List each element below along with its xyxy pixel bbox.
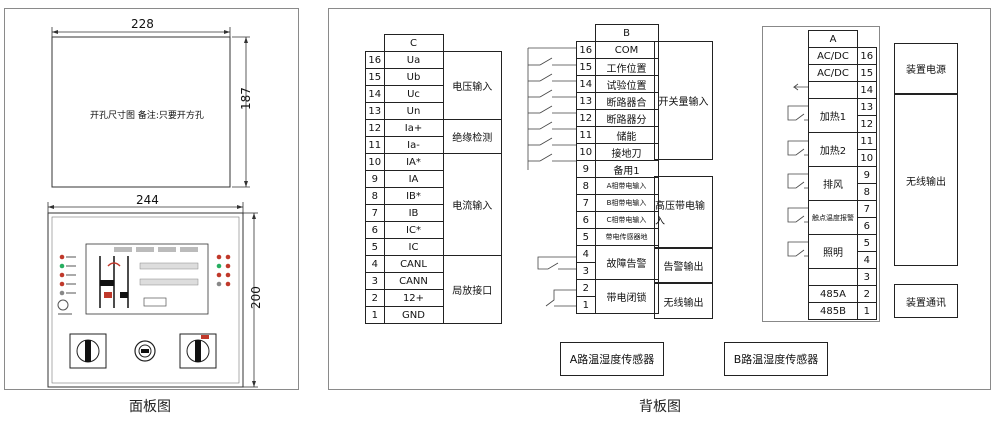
terminal-cell: 2 (857, 285, 877, 303)
sensor-b: B路温湿度传感器 (724, 342, 828, 376)
terminal-cell: 排风 (808, 166, 858, 201)
b-group-alarm-output: 告警输出 (654, 248, 713, 283)
a-group-wireless-output: 无线输出 (894, 94, 958, 266)
back-caption: 背板图 (639, 399, 681, 415)
front-caption: 面板图 (129, 399, 171, 415)
terminal-cell: 9 (857, 166, 877, 184)
terminal-cell: 照明 (808, 234, 858, 269)
terminal-cell: 故障告警 (594, 245, 659, 280)
group-pd-interface: 局放接口 (442, 255, 502, 324)
terminal-cell: 6 (857, 217, 877, 235)
terminal-a-panel-frame (762, 26, 880, 322)
terminal-cell: 带电闭锁 (594, 279, 659, 314)
b-group-switch-input: 开关量输入 (654, 41, 713, 160)
a-group-device-power: 装置电源 (894, 43, 958, 94)
terminal-cell: 485B (808, 302, 858, 320)
terminal-cell: 1 (857, 302, 877, 320)
terminal-cell: 3 (576, 262, 596, 280)
terminal-cell: 12 (857, 115, 877, 133)
sensor-a: A路温湿度传感器 (560, 342, 664, 376)
terminal-cell: 加热1 (808, 98, 858, 133)
terminal-cell: 加热2 (808, 132, 858, 167)
a-group-device-comm: 装置通讯 (894, 284, 958, 318)
terminal-cell: 触点温度报警 (808, 200, 858, 235)
front-panel-frame (4, 8, 299, 390)
cutout-width-dimension: 228 (131, 17, 154, 31)
b-group-wireless-output: 无线输出 (654, 283, 713, 319)
terminal-cell: 3 (857, 268, 877, 286)
panel-width-dimension: 244 (136, 193, 159, 207)
b-group-hv-live-input: 高压带电输入 (654, 176, 713, 248)
group-voltage-input: 电压输入 (442, 51, 502, 120)
group-current-input: 电流输入 (442, 153, 502, 256)
cutout-note: 开孔尺寸图 备注:只要开方孔 (90, 111, 204, 121)
terminal-cell: 1 (576, 296, 596, 314)
terminal-cell: CANL (383, 255, 444, 273)
terminal-cell: GND (383, 306, 444, 324)
